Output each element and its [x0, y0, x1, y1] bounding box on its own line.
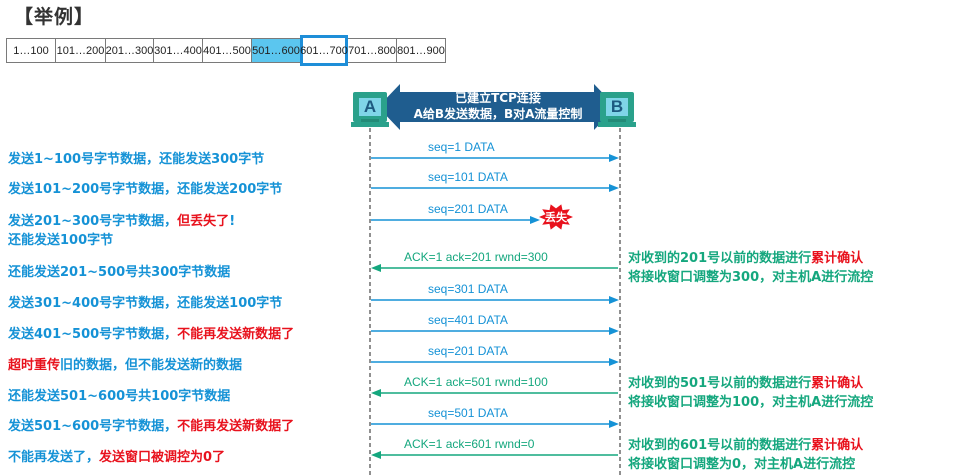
- host-a-label: A: [359, 97, 381, 116]
- arrowhead: [371, 451, 381, 459]
- byte-range-cell: 601…700: [300, 35, 348, 66]
- host-b-computer-icon: B: [598, 92, 636, 127]
- receiver-note: 对收到的201号以前的数据进行累计确认将接收窗口调整为300，对主机A进行流控: [628, 251, 874, 285]
- sender-note: 超时重传旧的数据，但不能发送新的数据: [8, 358, 243, 373]
- sender-note: 发送401~500号字节数据，不能再发送新数据了: [8, 327, 295, 342]
- arrowhead: [609, 184, 619, 192]
- segment-label: seq=101 DATA: [428, 170, 508, 184]
- sender-note: 还能发送201~500号共300字节数据: [8, 265, 231, 280]
- lost-label: 丢失: [545, 210, 568, 224]
- segment-label: seq=301 DATA: [428, 282, 508, 296]
- segment-label: seq=501 DATA: [428, 406, 508, 420]
- sender-note: 发送501~600号字节数据，不能再发送新数据了: [8, 419, 295, 434]
- sender-note: 发送101~200号字节数据，还能发送200字节: [8, 182, 283, 197]
- arrowhead: [609, 327, 619, 335]
- arrowhead: [609, 296, 619, 304]
- receiver-note: 对收到的601号以前的数据进行累计确认将接收窗口调整为0，对主机A进行流控: [628, 438, 864, 472]
- ack-label: ACK=1 ack=201 rwnd=300: [404, 250, 548, 264]
- sender-note: 发送301~400号字节数据，还能发送100字节: [8, 296, 283, 311]
- segment-label: seq=201 DATA: [428, 344, 508, 358]
- arrowhead: [609, 358, 619, 366]
- segment-label: seq=1 DATA: [428, 140, 495, 154]
- connection-label: 已建立TCP连接 A给B发送数据，B对A流量控制: [398, 90, 598, 122]
- receiver-note: 对收到的501号以前的数据进行累计确认将接收窗口调整为100，对主机A进行流控: [628, 376, 874, 410]
- byte-range-cell: 201…300: [105, 38, 154, 63]
- sender-note: 发送1~100号字节数据，还能发送300字节: [8, 152, 265, 167]
- ack-label: ACK=1 ack=501 rwnd=100: [404, 375, 548, 389]
- connection-line1: 已建立TCP连接: [455, 91, 541, 105]
- host-b-label: B: [606, 97, 628, 116]
- arrowhead: [371, 389, 381, 397]
- connection-line2: A给B发送数据，B对A流量控制: [413, 107, 583, 121]
- lost-starburst-icon: [539, 204, 573, 230]
- host-a-computer-icon: A: [351, 92, 389, 127]
- byte-range-cell: 801…900: [396, 38, 446, 63]
- byte-range-cell: 401…500: [202, 38, 252, 63]
- arrowhead: [609, 154, 619, 162]
- sender-note: 发送201~300号字节数据，但丢失了!还能发送100字节: [8, 214, 236, 248]
- byte-range-cell: 301…400: [153, 38, 203, 63]
- byte-range-cell: 501…600: [251, 38, 301, 63]
- sender-note: 不能再发送了，发送窗口被调控为0了: [8, 450, 226, 465]
- arrowhead: [609, 420, 619, 428]
- byte-range-cell: 701…800: [347, 38, 397, 63]
- sender-note: 还能发送501~600号共100字节数据: [8, 389, 231, 404]
- segment-label: seq=201 DATA: [428, 202, 508, 216]
- connection-arrow: [378, 84, 616, 130]
- ack-label: ACK=1 ack=601 rwnd=0: [404, 437, 535, 451]
- arrowhead: [371, 264, 381, 272]
- segment-label: seq=401 DATA: [428, 313, 508, 327]
- arrowhead: [530, 216, 540, 224]
- page-title: 【举例】: [14, 6, 95, 28]
